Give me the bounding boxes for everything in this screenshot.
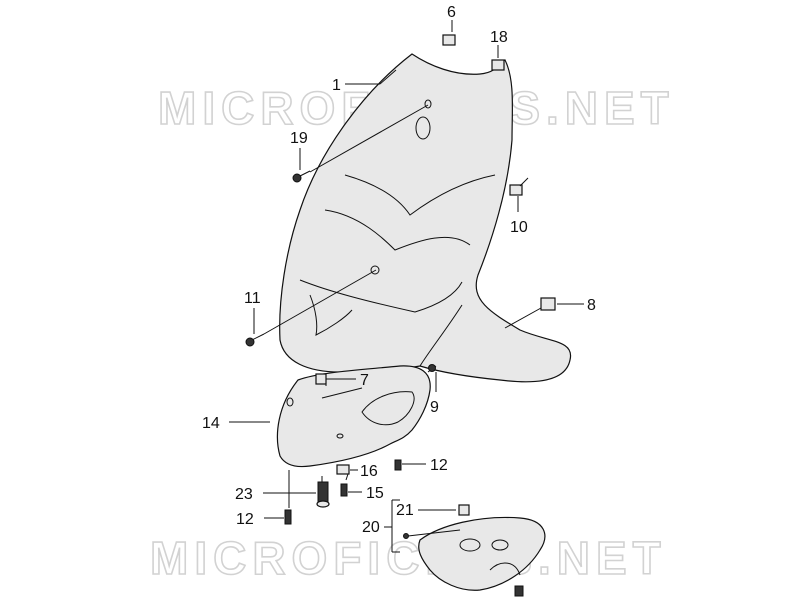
callout-14: 14 xyxy=(202,415,220,432)
callout-20: 20 xyxy=(362,519,380,536)
watermark-bottom: MICROFICHES.NET xyxy=(150,532,667,584)
clip-18 xyxy=(491,59,505,71)
callout-18: 18 xyxy=(490,29,508,46)
screw-15 xyxy=(340,483,348,497)
screw-19 xyxy=(292,170,311,183)
screw-11 xyxy=(245,333,265,347)
clip-16 xyxy=(336,464,350,475)
clip-6 xyxy=(442,34,456,46)
callout-16: 16 xyxy=(360,463,378,480)
leader-lines xyxy=(229,20,584,553)
callout-8: 8 xyxy=(587,297,596,314)
clip-7 xyxy=(315,373,327,385)
front-shield xyxy=(279,53,572,383)
screw-12-lower xyxy=(284,509,292,525)
callout-6: 6 xyxy=(447,4,456,21)
callout-12-upper: 12 xyxy=(430,457,448,474)
callout-12-lower: 12 xyxy=(236,511,254,528)
bottom-tray xyxy=(418,516,546,597)
screw-12-upper xyxy=(394,459,402,471)
callout-21: 21 xyxy=(396,502,414,519)
callout-7: 7 xyxy=(360,372,369,389)
callout-19: 19 xyxy=(290,130,308,147)
screw-9 xyxy=(427,364,437,373)
clip-10 xyxy=(509,184,523,196)
clip-21 xyxy=(458,504,470,516)
lower-cover xyxy=(276,365,431,468)
callout-9: 9 xyxy=(430,399,439,416)
clip-8 xyxy=(540,297,556,311)
callout-23: 23 xyxy=(235,486,253,503)
screw-23 xyxy=(316,481,330,508)
callout-1: 1 xyxy=(332,77,341,94)
callout-11: 11 xyxy=(244,290,261,307)
callout-10: 10 xyxy=(510,219,528,236)
callout-15: 15 xyxy=(366,485,384,502)
